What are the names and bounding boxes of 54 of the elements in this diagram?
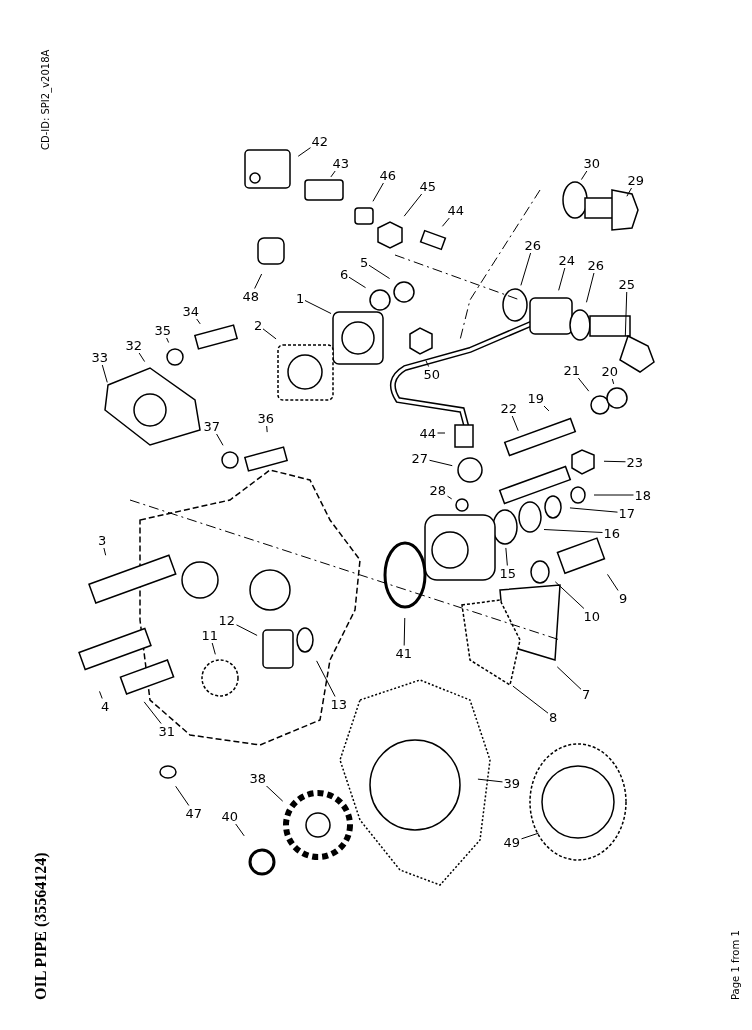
leader-line <box>425 360 430 367</box>
leader-line <box>577 377 590 392</box>
leader-line <box>195 318 201 325</box>
leader-line <box>254 273 263 289</box>
leader-line <box>211 642 216 655</box>
leader-line <box>348 276 367 289</box>
leader-line <box>215 433 224 446</box>
leader-line <box>441 217 451 227</box>
leader-line <box>593 494 634 496</box>
leader-line <box>569 507 618 513</box>
leader-line <box>556 666 582 690</box>
leader-line <box>101 364 108 383</box>
leader-line <box>368 264 391 280</box>
leader-line <box>585 272 595 303</box>
leader-line <box>316 660 336 697</box>
leader-line <box>447 495 453 500</box>
leader-line <box>175 785 190 806</box>
leader-line <box>304 300 332 315</box>
leader-line <box>266 425 268 433</box>
leader-line <box>611 378 615 385</box>
leader-line <box>505 547 508 566</box>
leader-line <box>372 182 385 202</box>
leader-line <box>103 547 107 556</box>
leader-line <box>477 778 503 783</box>
leader-line <box>543 529 603 533</box>
leader-line <box>262 328 277 340</box>
leader-line <box>543 405 550 412</box>
leader-line <box>143 701 162 724</box>
leader-line <box>330 170 337 178</box>
leader-line <box>554 581 585 609</box>
leader-line <box>512 685 549 714</box>
leader-line <box>511 415 519 432</box>
leader-line <box>521 832 539 840</box>
leader-line <box>138 352 146 363</box>
document-id: CD-ID: SPI2_v2018A <box>40 49 51 150</box>
leader-line <box>626 187 633 197</box>
leader-line <box>403 193 423 217</box>
leader-line <box>234 823 245 837</box>
leader-line <box>403 617 406 646</box>
leader-line <box>607 573 619 591</box>
leader-line <box>99 690 103 699</box>
document-title: OIL PIPE (35564124) <box>32 852 50 1000</box>
leader-line <box>580 170 588 181</box>
leader-line <box>603 460 626 463</box>
leader-line <box>265 785 284 802</box>
leader-line <box>520 252 532 286</box>
leader-line <box>624 291 628 337</box>
page-number: Page 1 from 1 <box>730 930 741 1000</box>
leader-line <box>437 432 446 434</box>
leader-line <box>558 267 566 291</box>
leader-line <box>429 459 453 467</box>
leader-line <box>165 337 170 343</box>
leader-line <box>297 147 311 157</box>
leader-line <box>236 624 258 636</box>
